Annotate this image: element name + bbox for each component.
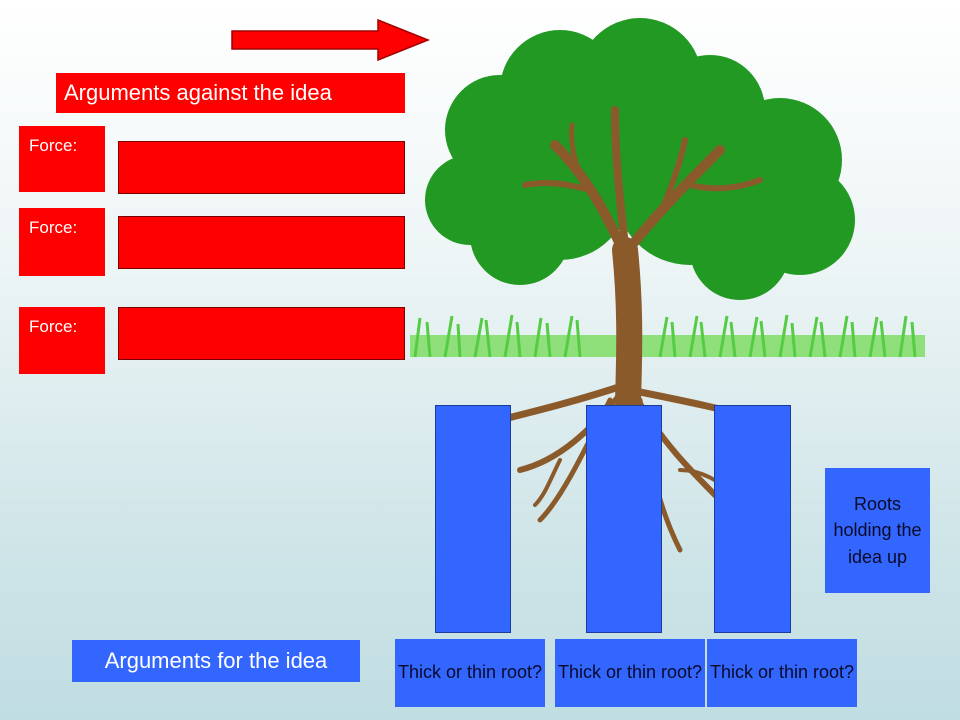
force-label-2: Force: [19,208,105,276]
root-box-1[interactable] [435,405,511,633]
root-caption-3: Thick or thin root? [707,639,857,707]
force-answer-box-2[interactable] [118,216,405,269]
arguments-for-title: Arguments for the idea [72,640,360,682]
grass-icon [410,314,925,358]
arguments-against-title: Arguments against the idea [56,73,405,113]
root-caption-2: Thick or thin root? [555,639,705,707]
roots-note: Roots holding the idea up [825,468,930,593]
force-answer-box-3[interactable] [118,307,405,360]
tree-icon [425,18,855,300]
force-answer-box-1[interactable] [118,141,405,194]
root-caption-1: Thick or thin root? [395,639,545,707]
force-label-1: Force: [19,126,105,192]
force-label-3: Force: [19,307,105,374]
root-box-3[interactable] [714,405,791,633]
root-box-2[interactable] [586,405,662,633]
